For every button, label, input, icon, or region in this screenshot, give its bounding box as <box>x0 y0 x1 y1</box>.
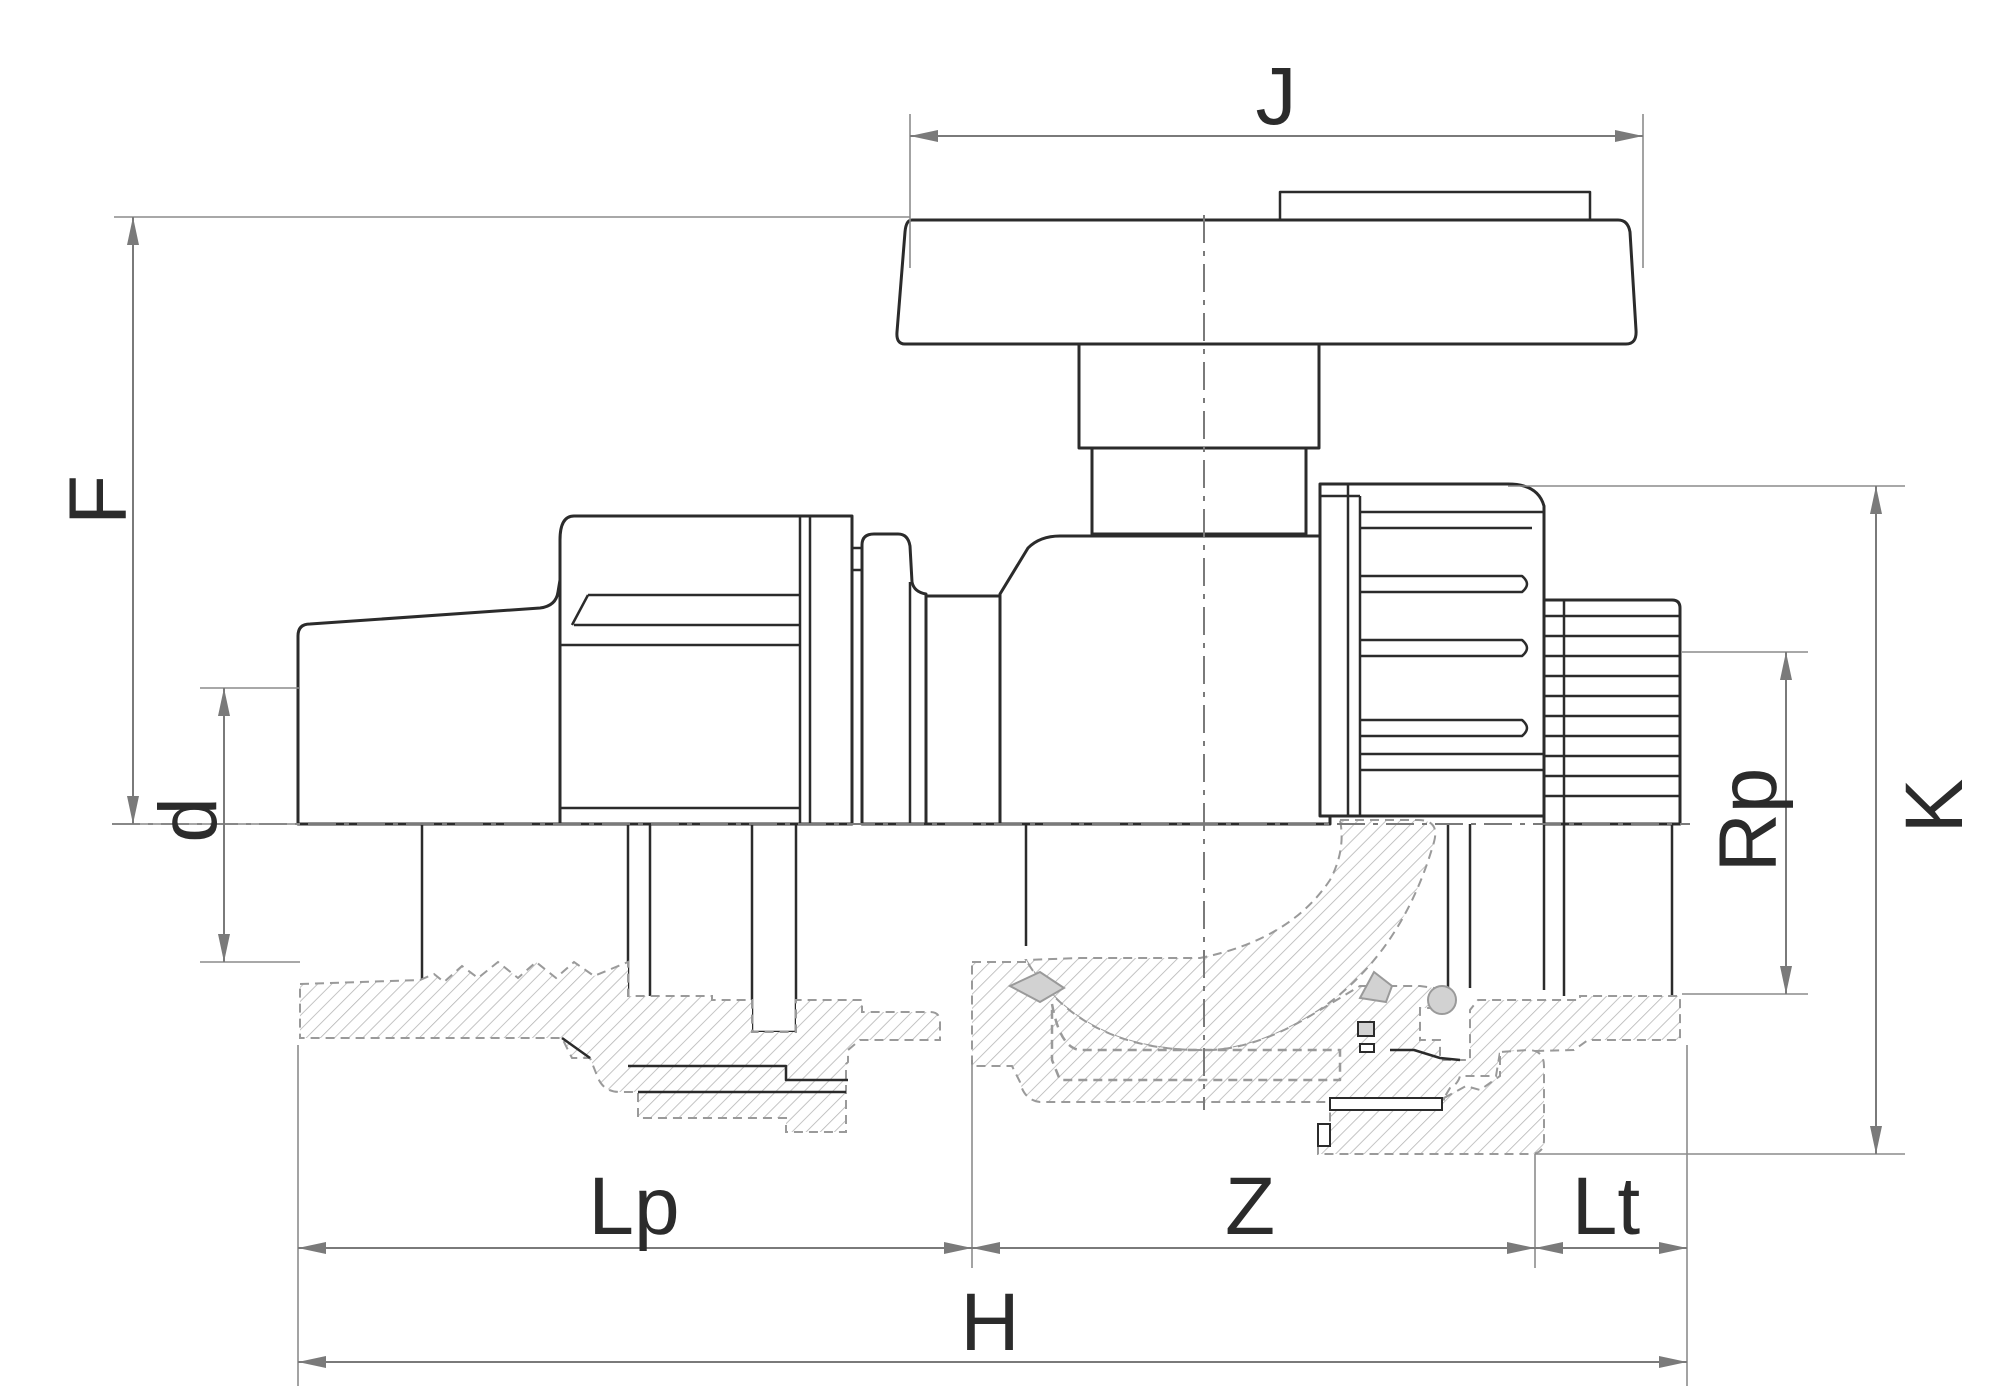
valve-outline <box>296 190 1682 826</box>
o-ring <box>1427 985 1457 1015</box>
label-f: F <box>53 475 144 525</box>
right-seat-seal <box>1358 970 1394 1004</box>
dimension-labels: J F d K Rp Lp Z Lt H <box>53 51 1980 1368</box>
left-neck <box>860 532 928 826</box>
left-seat-seal <box>1007 970 1066 1004</box>
right-union-nut <box>1318 482 1546 818</box>
stem <box>1077 342 1321 450</box>
small-seal-2 <box>1359 1043 1375 1053</box>
stem-neck <box>1090 446 1308 536</box>
left-insert <box>296 578 562 826</box>
left-section <box>299 960 941 1133</box>
body-section <box>971 956 1681 1103</box>
label-d: d <box>143 797 234 843</box>
label-h: H <box>960 1277 1019 1368</box>
right-nut-thread <box>1329 1097 1443 1111</box>
label-z: Z <box>1225 1161 1275 1252</box>
section-view <box>299 819 1681 1155</box>
label-j: J <box>1256 51 1297 142</box>
handle <box>895 218 1638 346</box>
small-seal-1 <box>1357 1021 1375 1037</box>
body-collar <box>924 594 1002 826</box>
label-lt: Lt <box>1572 1161 1641 1252</box>
left-union-nut <box>558 514 854 826</box>
extension-lines <box>112 114 1905 1386</box>
center-lines <box>112 215 1690 1110</box>
valve-body <box>998 534 1332 826</box>
dimension-lines <box>127 130 1882 1368</box>
label-rp: Rp <box>1703 768 1794 873</box>
label-k: K <box>1889 779 1980 834</box>
bore-outline <box>420 824 1674 1034</box>
handle-grip <box>1278 190 1592 220</box>
label-lp: Lp <box>588 1161 679 1252</box>
